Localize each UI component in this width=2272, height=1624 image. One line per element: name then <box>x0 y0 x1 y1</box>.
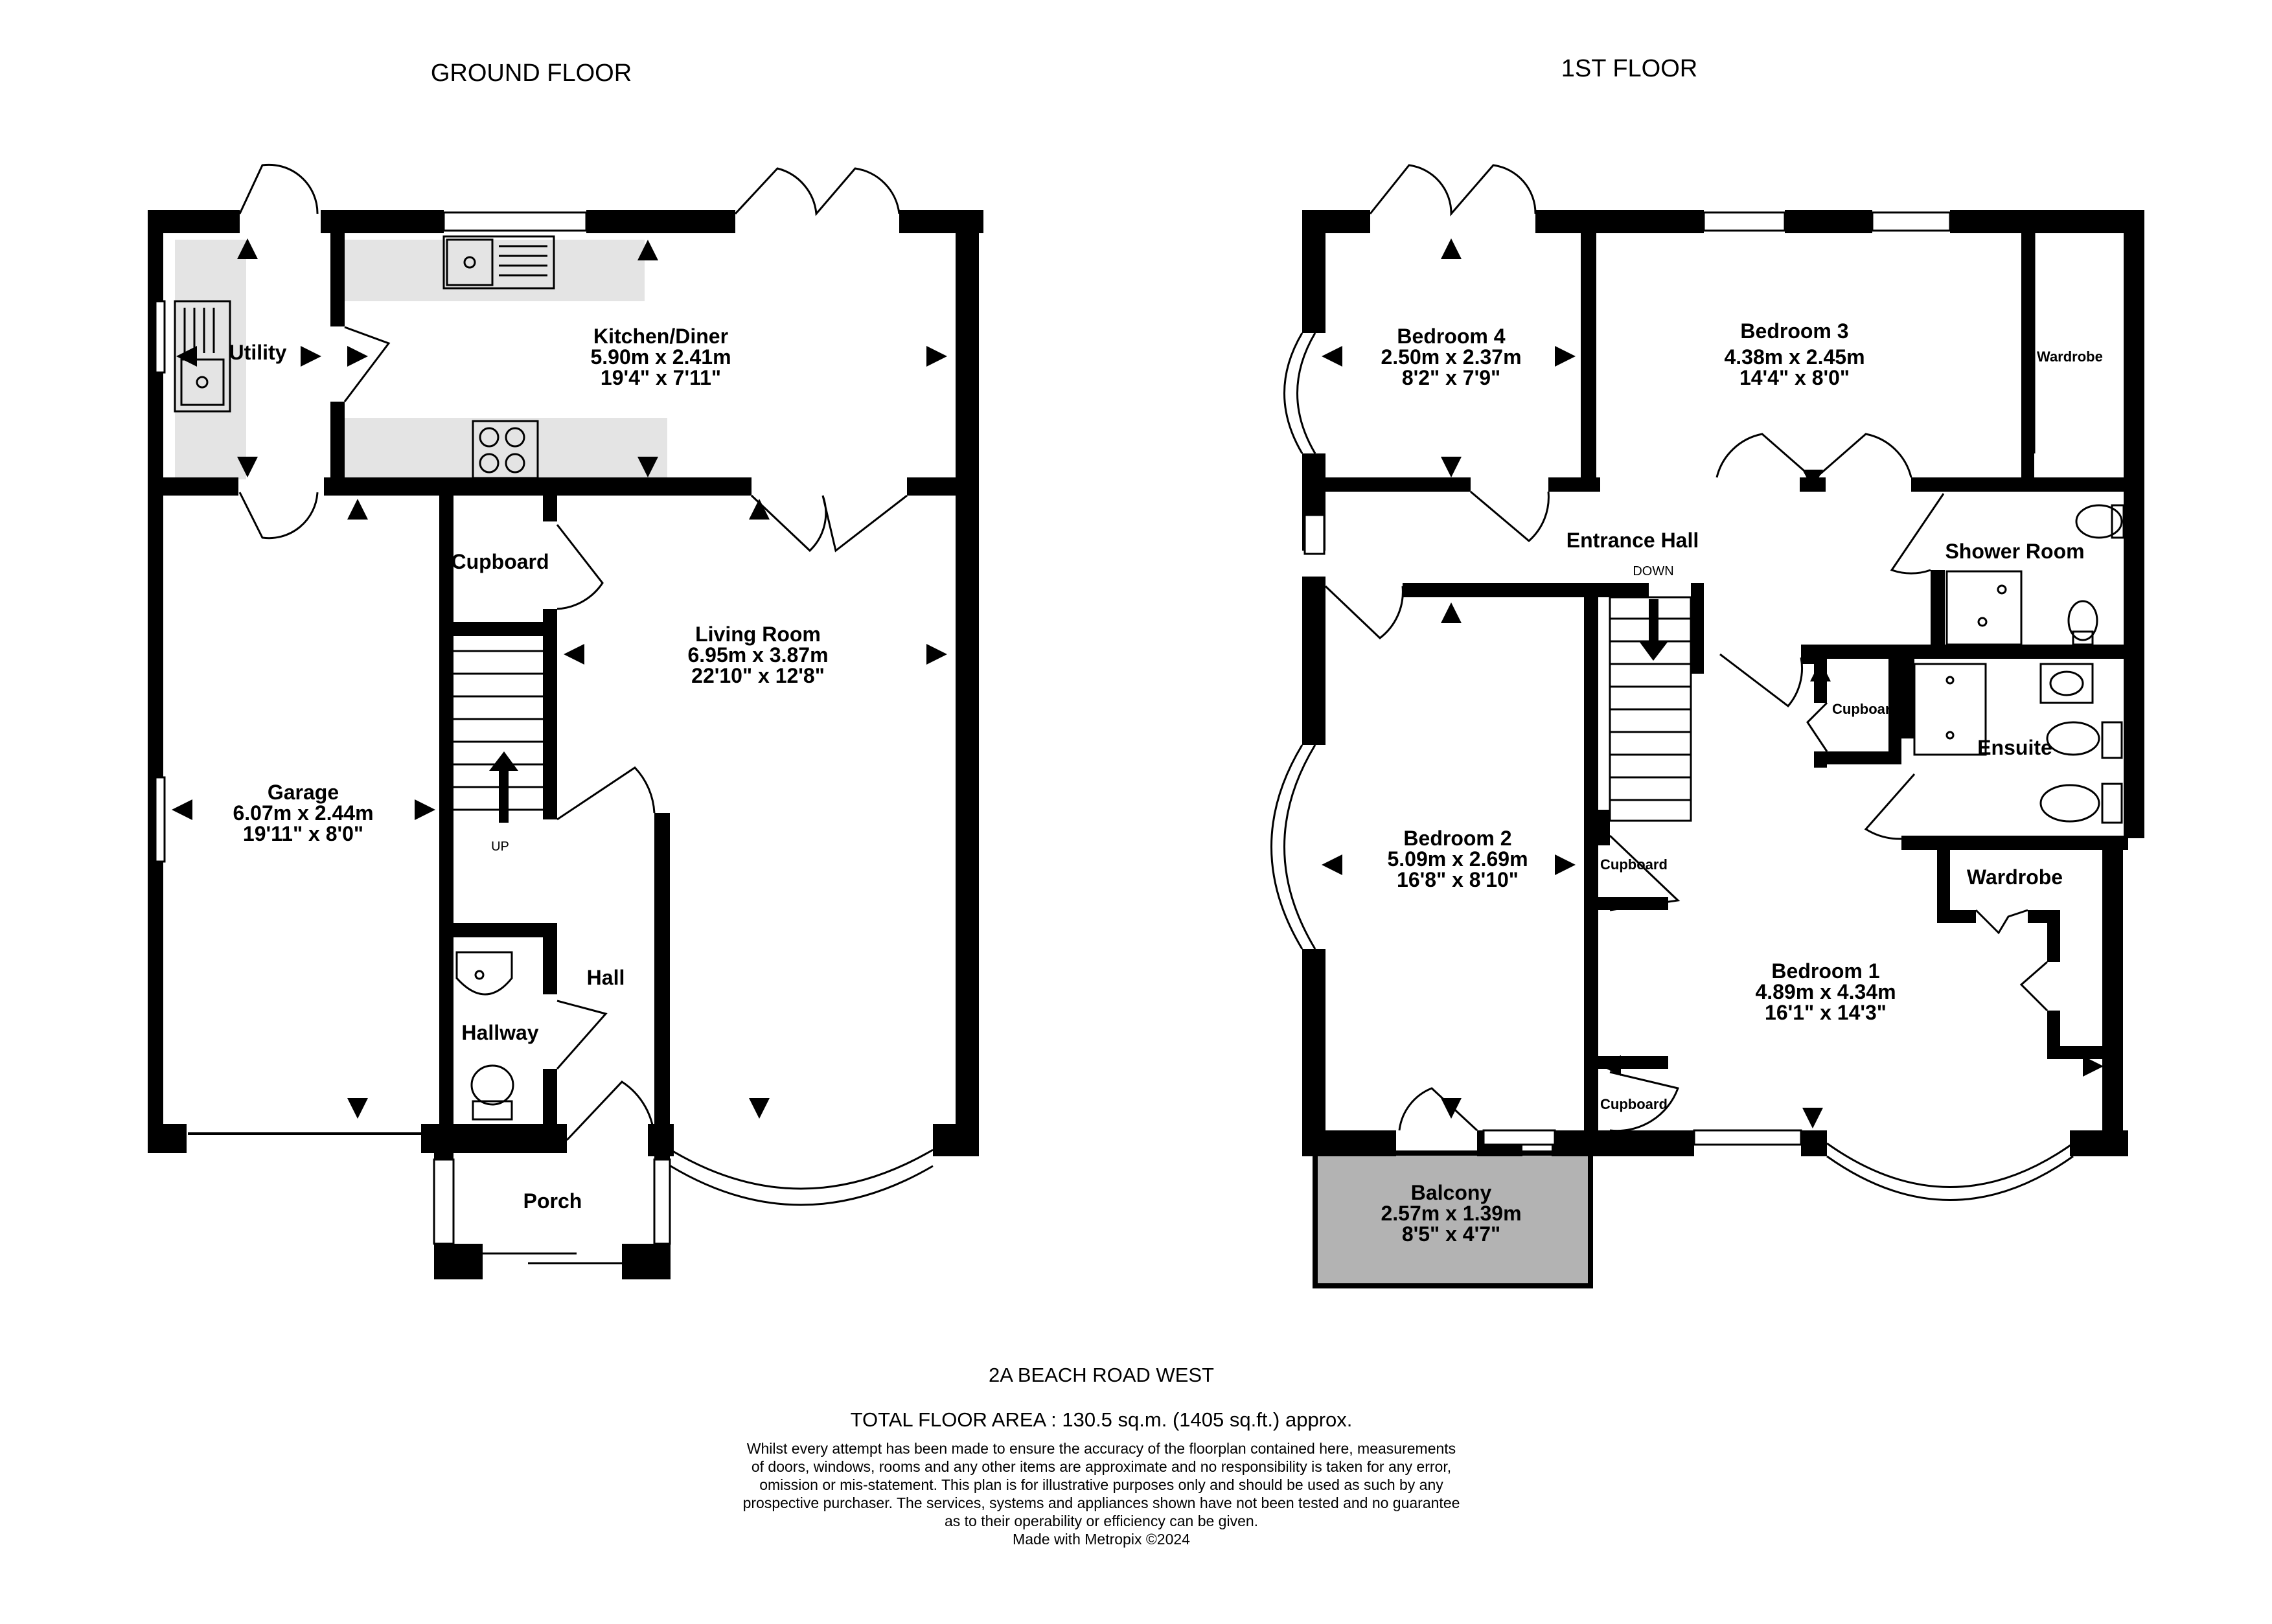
stair-up-arrow-icon <box>489 751 518 823</box>
cupboard-f2-label: Cupboard <box>1600 856 1668 873</box>
bedroom2-metric: 5.09m x 2.69m <box>1387 847 1528 871</box>
utility-sink-icon <box>174 300 231 413</box>
living-room-metric: 6.95m x 3.87m <box>687 643 828 667</box>
kitchen-metric: 5.90m x 2.41m <box>590 345 731 369</box>
disclaimer-line: Whilst every attempt has been made to en… <box>747 1440 1456 1457</box>
total-floor-area: TOTAL FLOOR AREA : 130.5 sq.m. (1405 sq.… <box>851 1408 1353 1431</box>
garage-label: Garage <box>268 781 339 804</box>
bay-windows-first <box>1270 332 2074 1201</box>
bedroom4-imperial: 8'2" x 7'9" <box>1402 366 1500 389</box>
bedroom3-label: Bedroom 3 <box>1740 319 1848 343</box>
footer: 2A BEACH ROAD WEST TOTAL FLOOR AREA : 13… <box>743 1364 1460 1548</box>
ground-floor-arrows <box>172 238 947 1119</box>
entrance-hall-label: Entrance Hall <box>1566 529 1699 552</box>
kitchen-imperial: 19'4" x 7'11" <box>601 366 721 389</box>
hall-label: Hall <box>587 966 625 989</box>
porch-sliding-door <box>483 1252 622 1264</box>
hallway-toilet-icon <box>470 1064 514 1121</box>
wardrobe3-label: Wardrobe <box>2037 349 2103 365</box>
ground-floor-walls <box>148 210 983 1279</box>
bedroom2-imperial: 16'8" x 8'10" <box>1397 868 1519 891</box>
ground-floor-door-swings <box>238 163 908 1141</box>
balcony-imperial: 8'5" x 4'7" <box>1402 1222 1500 1246</box>
kitchen-worktop-top <box>343 240 645 301</box>
ground-floor-windows <box>154 211 671 1245</box>
living-room-bay-window <box>670 1149 934 1190</box>
hallway-basin-icon <box>455 951 513 996</box>
disclaimer-line: omission or mis-statement. This plan is … <box>759 1476 1443 1493</box>
balcony-floor <box>1315 1153 1590 1286</box>
cupboard-f1-label: Cupboard <box>1832 701 1899 717</box>
bedroom3-imperial: 14'4" x 8'0" <box>1739 366 1850 389</box>
wardrobe3-door <box>2023 233 2036 476</box>
stair-down-arrow-icon <box>1639 599 1668 661</box>
bedroom4-metric: 2.50m x 2.37m <box>1381 345 1521 369</box>
balcony-outline <box>1313 1150 1593 1288</box>
first-floor-title: 1ST FLOOR <box>1561 55 1697 82</box>
shower-room-label: Shower Room <box>1945 540 2084 563</box>
hob-icon <box>472 420 539 479</box>
kitchen-sink-icon <box>442 235 555 290</box>
stairs-up-label: UP <box>491 840 509 854</box>
kitchen-worktop-bottom <box>343 418 667 479</box>
first-floor-plan: Bedroom 4 2.50m x 2.37m 8'2" x 7'9" Bedr… <box>1270 164 2144 1288</box>
disclaimer-line: as to their operability or efficiency ca… <box>945 1513 1258 1529</box>
bedroom1-label: Bedroom 1 <box>1771 959 1879 983</box>
utility-label: Utility <box>229 341 287 364</box>
address: 2A BEACH ROAD WEST <box>989 1364 1214 1386</box>
ground-floor-plan: Utility Kitchen/Diner 5.90m x 2.41m 19'4… <box>148 163 983 1279</box>
kitchen-label: Kitchen/Diner <box>593 325 728 348</box>
garage-imperial: 19'11" x 8'0" <box>243 822 363 845</box>
living-room-imperial: 22'10" x 12'8" <box>691 664 825 687</box>
bedroom1-imperial: 16'1" x 14'3" <box>1765 1001 1887 1024</box>
hallway-label: Hallway <box>461 1021 538 1044</box>
first-floor-door-swings <box>1324 164 2048 1132</box>
first-floor-arrows <box>1322 238 2104 1128</box>
bedroom2-label: Bedroom 2 <box>1403 827 1511 850</box>
bedroom3-metric: 4.38m x 2.45m <box>1724 345 1865 369</box>
disclaimer-line: prospective purchaser. The services, sys… <box>743 1494 1460 1511</box>
first-floor-windows <box>1303 211 1951 1146</box>
shower-room-fixtures <box>1945 504 2125 646</box>
credit: Made with Metropix ©2024 <box>1013 1531 1190 1548</box>
cupboard-f3-label: Cupboard <box>1600 1096 1668 1112</box>
balcony-label: Balcony <box>1411 1181 1492 1204</box>
ensuite-label: Ensuite <box>1977 736 2052 759</box>
disclaimer-line: of doors, windows, rooms and any other i… <box>752 1458 1451 1475</box>
cupboard-g-label: Cupboard <box>451 550 549 573</box>
living-room-label: Living Room <box>695 623 821 646</box>
ensuite-fixtures <box>1913 663 2123 824</box>
porch-label: Porch <box>523 1189 582 1213</box>
bedroom1-metric: 4.89m x 4.34m <box>1755 980 1896 1003</box>
bedroom4-label: Bedroom 4 <box>1397 325 1505 348</box>
stairs-down-label: DOWN <box>1633 564 1673 578</box>
balcony-metric: 2.57m x 1.39m <box>1381 1202 1521 1225</box>
ground-floor-title: GROUND FLOOR <box>431 60 632 87</box>
garage-metric: 6.07m x 2.44m <box>233 801 373 825</box>
wardrobe1-label: Wardrobe <box>1967 865 2063 889</box>
